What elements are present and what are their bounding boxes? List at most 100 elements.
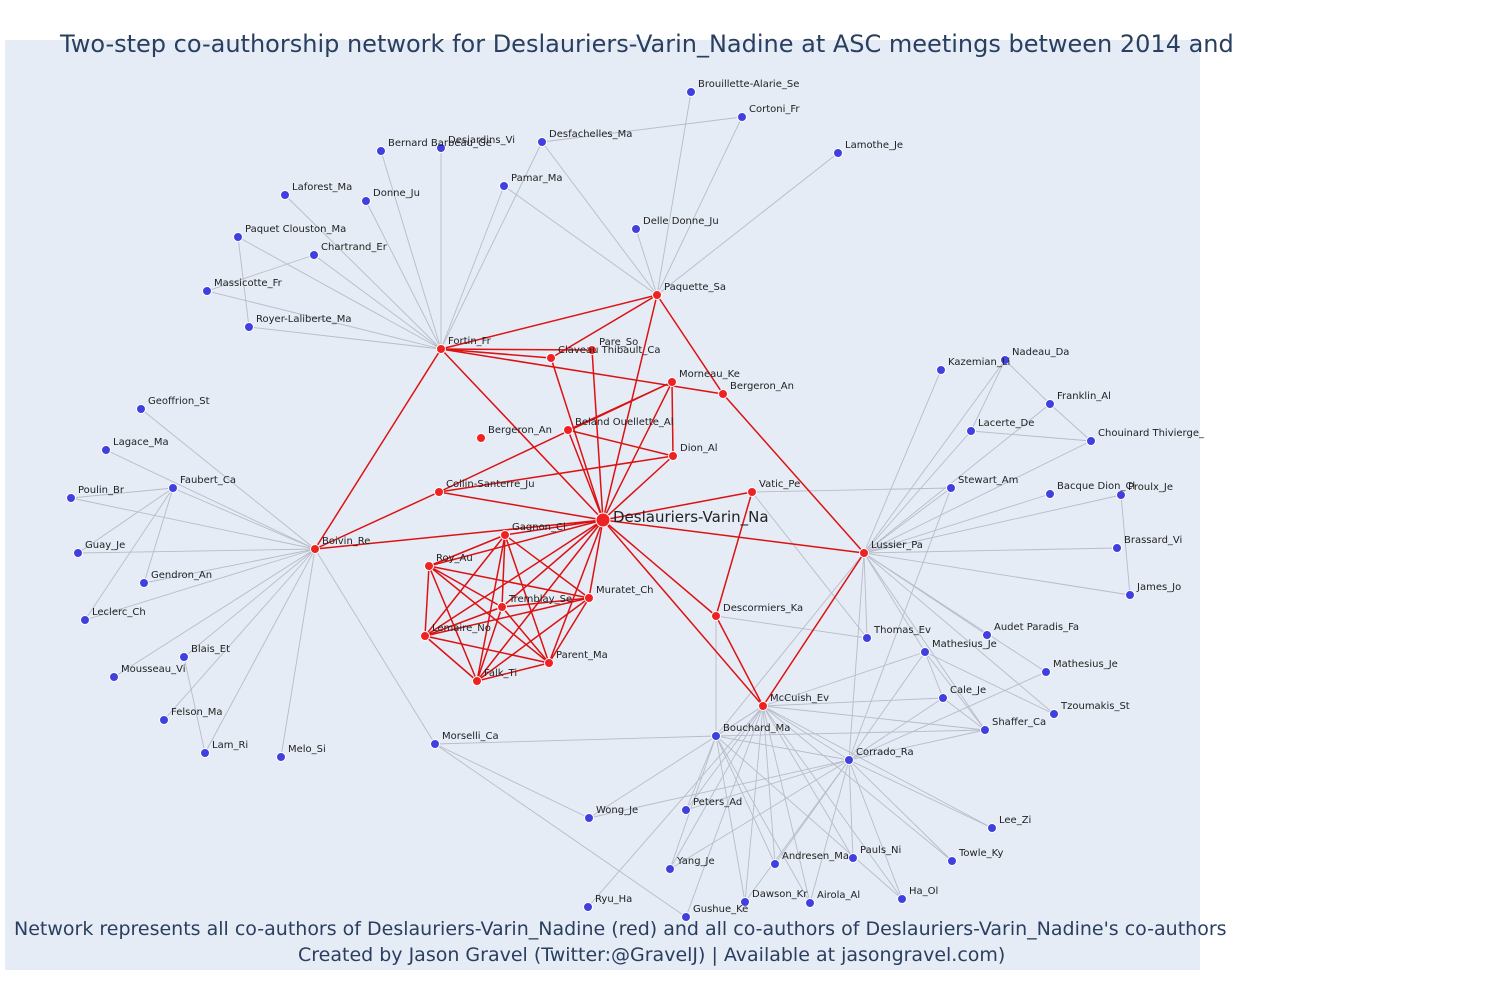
node-mc[interactable] <box>584 593 594 603</box>
node-ld[interactable] <box>966 426 976 436</box>
node-te[interactable] <box>862 633 872 643</box>
gray-edge <box>848 759 903 900</box>
node-fc[interactable] <box>168 483 178 493</box>
node-sa[interactable] <box>946 483 956 493</box>
node-label: Shaffer_Ca <box>992 717 1046 728</box>
node-ra[interactable] <box>424 561 434 571</box>
node-ff[interactable] <box>436 344 446 354</box>
node-mf[interactable] <box>202 286 212 296</box>
node-ddj[interactable] <box>631 224 641 234</box>
node-dkr[interactable] <box>740 897 750 907</box>
node-nd[interactable] <box>1000 355 1010 365</box>
node-ban1[interactable] <box>718 389 728 399</box>
node-boa[interactable] <box>563 425 573 435</box>
node-mj2[interactable] <box>1041 667 1051 677</box>
gray-edge <box>863 552 986 731</box>
node-lm[interactable] <box>280 190 290 200</box>
gray-edge <box>863 359 1006 554</box>
node-me[interactable] <box>758 701 768 711</box>
node-yj[interactable] <box>665 864 675 874</box>
node-dm[interactable] <box>537 137 547 147</box>
node-ho[interactable] <box>897 894 907 904</box>
node-tzs[interactable] <box>1049 709 1059 719</box>
node-pn[interactable] <box>848 853 858 863</box>
node-csj[interactable] <box>434 487 444 497</box>
node-fa[interactable] <box>1045 399 1055 409</box>
node-gc[interactable] <box>500 530 510 540</box>
node-pm[interactable] <box>544 658 554 668</box>
node-pj[interactable] <box>1116 490 1126 500</box>
node-fm[interactable] <box>159 715 169 725</box>
node-ln[interactable] <box>420 631 430 641</box>
node-moc[interactable] <box>430 739 440 749</box>
node-ga[interactable] <box>139 578 149 588</box>
node-cr[interactable] <box>844 755 854 765</box>
node-ctj[interactable] <box>1086 436 1096 446</box>
node-lgm[interactable] <box>101 445 111 455</box>
red-edge <box>548 519 604 664</box>
node-bm[interactable] <box>711 731 721 741</box>
node-sc[interactable] <box>980 725 990 735</box>
node-bbg[interactable] <box>376 146 386 156</box>
node-wj[interactable] <box>584 813 594 823</box>
node-mj1[interactable] <box>920 647 930 657</box>
node-jj[interactable] <box>1125 590 1135 600</box>
node-gk[interactable] <box>681 912 691 922</box>
node-lc[interactable] <box>80 615 90 625</box>
node-label: Pamar_Ma <box>511 173 562 184</box>
node-ban2[interactable] <box>476 433 486 443</box>
node-dv2[interactable] <box>436 143 446 153</box>
node-lj[interactable] <box>833 148 843 158</box>
node-mk[interactable] <box>667 377 677 387</box>
node-dj[interactable] <box>361 196 371 206</box>
node-pa[interactable] <box>681 805 691 815</box>
node-ctc[interactable] <box>546 353 556 363</box>
node-rh[interactable] <box>583 902 593 912</box>
node-da[interactable] <box>668 451 678 461</box>
node-ft[interactable] <box>472 676 482 686</box>
node-label: Pauls_Ni <box>860 845 901 856</box>
node-vp[interactable] <box>747 487 757 497</box>
gray-edge <box>848 552 865 761</box>
node-cj[interactable] <box>938 693 948 703</box>
node-kl[interactable] <box>936 365 946 375</box>
node-gj[interactable] <box>73 548 83 558</box>
caption-line-2: Created by Jason Gravel (Twitter:@Gravel… <box>298 944 1006 966</box>
node-pb[interactable] <box>66 493 76 503</box>
node-dk[interactable] <box>711 611 721 621</box>
gray-edge <box>924 651 986 731</box>
node-ce[interactable] <box>309 250 319 260</box>
red-edge <box>424 519 604 637</box>
node-tk[interactable] <box>947 856 957 866</box>
network-graph[interactable]: Deslauriers-Varin_NaFortin_FrPaquette_Sa… <box>0 0 1205 1000</box>
gray-edge <box>206 254 315 292</box>
node-ms[interactable] <box>276 752 286 762</box>
red-edge <box>567 429 604 521</box>
node-rlm[interactable] <box>244 322 254 332</box>
node-ts[interactable] <box>497 602 507 612</box>
node-mv[interactable] <box>109 672 119 682</box>
node-bv[interactable] <box>1112 543 1122 553</box>
node-label: Delle Donne_Ju <box>643 216 719 227</box>
gray-edge <box>434 743 590 819</box>
node-br[interactable] <box>310 544 320 554</box>
node-be[interactable] <box>179 652 189 662</box>
node-pma[interactable] <box>499 181 509 191</box>
gray-edge <box>848 671 1047 761</box>
node-gs[interactable] <box>136 404 146 414</box>
node-am[interactable] <box>770 859 780 869</box>
node-ps[interactable] <box>652 290 662 300</box>
node-lr[interactable] <box>200 748 210 758</box>
node-pso[interactable] <box>587 345 597 355</box>
node-lz[interactable] <box>987 823 997 833</box>
node-apf[interactable] <box>982 630 992 640</box>
node-bas[interactable] <box>686 87 696 97</box>
node-cf[interactable] <box>737 112 747 122</box>
node-aia[interactable] <box>805 898 815 908</box>
node-dv[interactable] <box>595 512 611 528</box>
node-lp[interactable] <box>859 548 869 558</box>
node-pcm[interactable] <box>233 232 243 242</box>
node-bdc[interactable] <box>1045 489 1055 499</box>
gray-edge <box>762 705 903 900</box>
red-edge <box>476 534 506 682</box>
